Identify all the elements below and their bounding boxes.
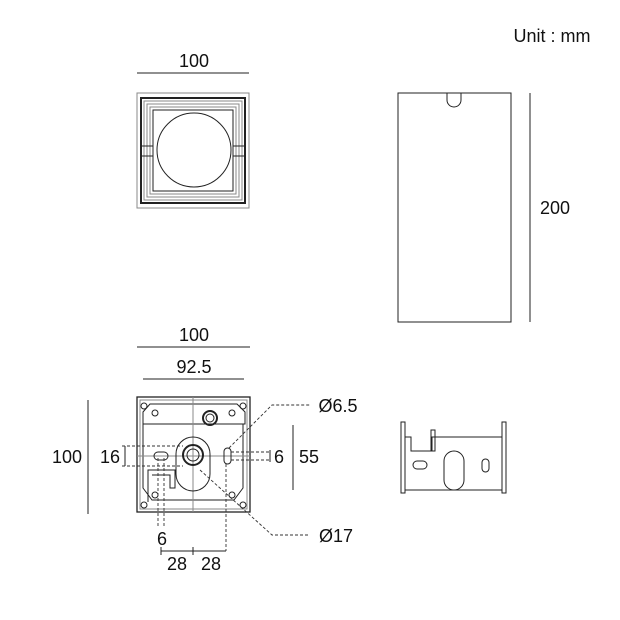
offset-left-dim: 28 [167, 554, 187, 574]
lens-circle [156, 112, 232, 188]
back-view: 100 92.5 100 16 6 5 [52, 325, 358, 574]
top-width-dim: 100 [179, 51, 209, 71]
center-oval [175, 436, 211, 492]
back-width-dim: 100 [179, 325, 209, 345]
mounting-bracket [400, 421, 507, 494]
top-view: 100 [136, 51, 250, 209]
back-inner-width-dim: 92.5 [176, 357, 211, 377]
slot-width-bottom-dim: 6 [157, 529, 167, 549]
unit-label: Unit : mm [513, 26, 590, 46]
back-height-dim: 100 [52, 447, 82, 467]
slot-height-dim: 16 [100, 447, 120, 467]
screw-hole-dim: Ø6.5 [318, 396, 357, 416]
center-hole-dim: Ø17 [319, 526, 353, 546]
side-view: 200 [397, 92, 570, 323]
side-height-dim: 200 [540, 198, 570, 218]
offset-right-dim: 28 [201, 554, 221, 574]
slot-width-right-dim: 6 [274, 447, 284, 467]
plate-height-dim: 55 [299, 447, 319, 467]
